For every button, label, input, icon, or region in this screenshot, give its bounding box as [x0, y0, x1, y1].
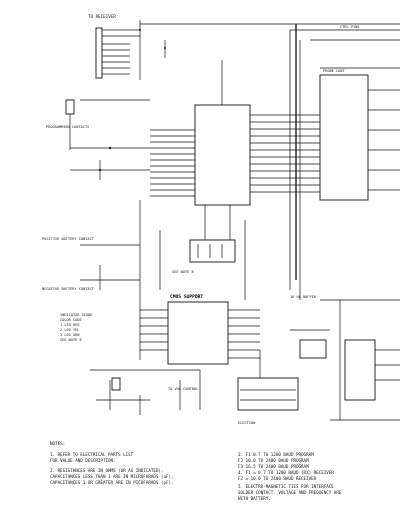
h-buffer-label: 16 HL BUFFER	[290, 295, 317, 299]
main-ic	[150, 60, 320, 245]
switch-area: SEE NOTE 8	[159, 220, 246, 300]
note-right-7: SOLDER CONTACT. VOLTAGE AND FREQUENCY AR…	[238, 490, 342, 495]
note-right-4: 4. F1 = 0.7 TO 1200 BAUD (RX) RECEIVER	[238, 470, 334, 475]
indicator-note-text: INDICATOR DIODE COLOR CODE 1 LED RED 2 L…	[60, 313, 95, 342]
note-left-1: 1. REFER TO ELECTRICAL PARTS LIST	[50, 452, 134, 457]
see-note-8: SEE NOTE 8	[172, 270, 194, 274]
programming-contacts-label: PROGRAMMING CONTACTS	[46, 125, 89, 129]
note-left-4: CAPACITANCES LESS THAN 1 ARE IN MICROFAR…	[50, 474, 174, 479]
note-right-2: F2 10.0 TO 2400 BAUD PROGRAM	[238, 458, 309, 463]
positive-battery-label: POSITIVE BATTERY CONTACT	[42, 237, 95, 241]
lower-middle-circuit: ELECTION	[237, 329, 330, 425]
programming-contacts: PROGRAMMING CONTACTS	[46, 99, 150, 180]
receiver-connector: TO RECEIVER	[88, 14, 180, 80]
cmos-support-label: CMOS SUPPORT	[170, 294, 203, 300]
note-left-2: FOR VALUE AND DESCRIPTION.	[50, 458, 116, 463]
lower-left-circuit: TO VOL CONTROL	[90, 369, 201, 415]
note-right-6: 5. ELECTRO-MAGNETIC TIES FOR INTERFACE	[238, 484, 334, 489]
to-receiver-label: TO RECEIVER	[88, 14, 116, 19]
note-left-3: 2. RESISTANCES ARE IN OHMS (OR AS INDICA…	[50, 468, 163, 473]
negative-battery-label: NEGATIVE BATTERY CONTACT	[42, 287, 95, 291]
right-lower-circuit: 16 HL BUFFER	[290, 295, 400, 421]
to-vol-control-label: TO VOL CONTROL	[168, 387, 198, 391]
election-label: ELECTION	[238, 421, 255, 425]
right-ic: PROBE CONT CTRL PINS	[319, 25, 400, 201]
ribbon-label: PROBE CONT	[323, 69, 345, 73]
cmos-support-ic: CMOS SUPPORT	[140, 294, 260, 365]
note-left-5: CAPACITANCES 1 OR GREATER ARE IN PICOFAR…	[50, 480, 174, 485]
battery-contacts: POSITIVE BATTERY CONTACT NEGATIVE BATTER…	[42, 200, 141, 360]
top-bus	[180, 23, 400, 300]
note-right-8: WITH BATTERY.	[238, 496, 271, 501]
note-right-5: F2 = 10.0 TO 2400 BAUD RECEIVER	[238, 476, 317, 481]
note-right-1: 3. F1 0.7 TO 1200 BAUD PROGRAM	[238, 452, 314, 457]
notes-block: NOTES: 1. REFER TO ELECTRICAL PARTS LIST…	[50, 441, 342, 501]
ribbon-label-2: CTRL PINS	[340, 25, 359, 29]
note-right-3: F3 16.5 TO 2400 BAUD PROGRAM	[238, 464, 309, 469]
notes-heading: NOTES:	[50, 441, 65, 446]
indicator-note: INDICATOR DIODE COLOR CODE 1 LED RED 2 L…	[60, 313, 95, 342]
